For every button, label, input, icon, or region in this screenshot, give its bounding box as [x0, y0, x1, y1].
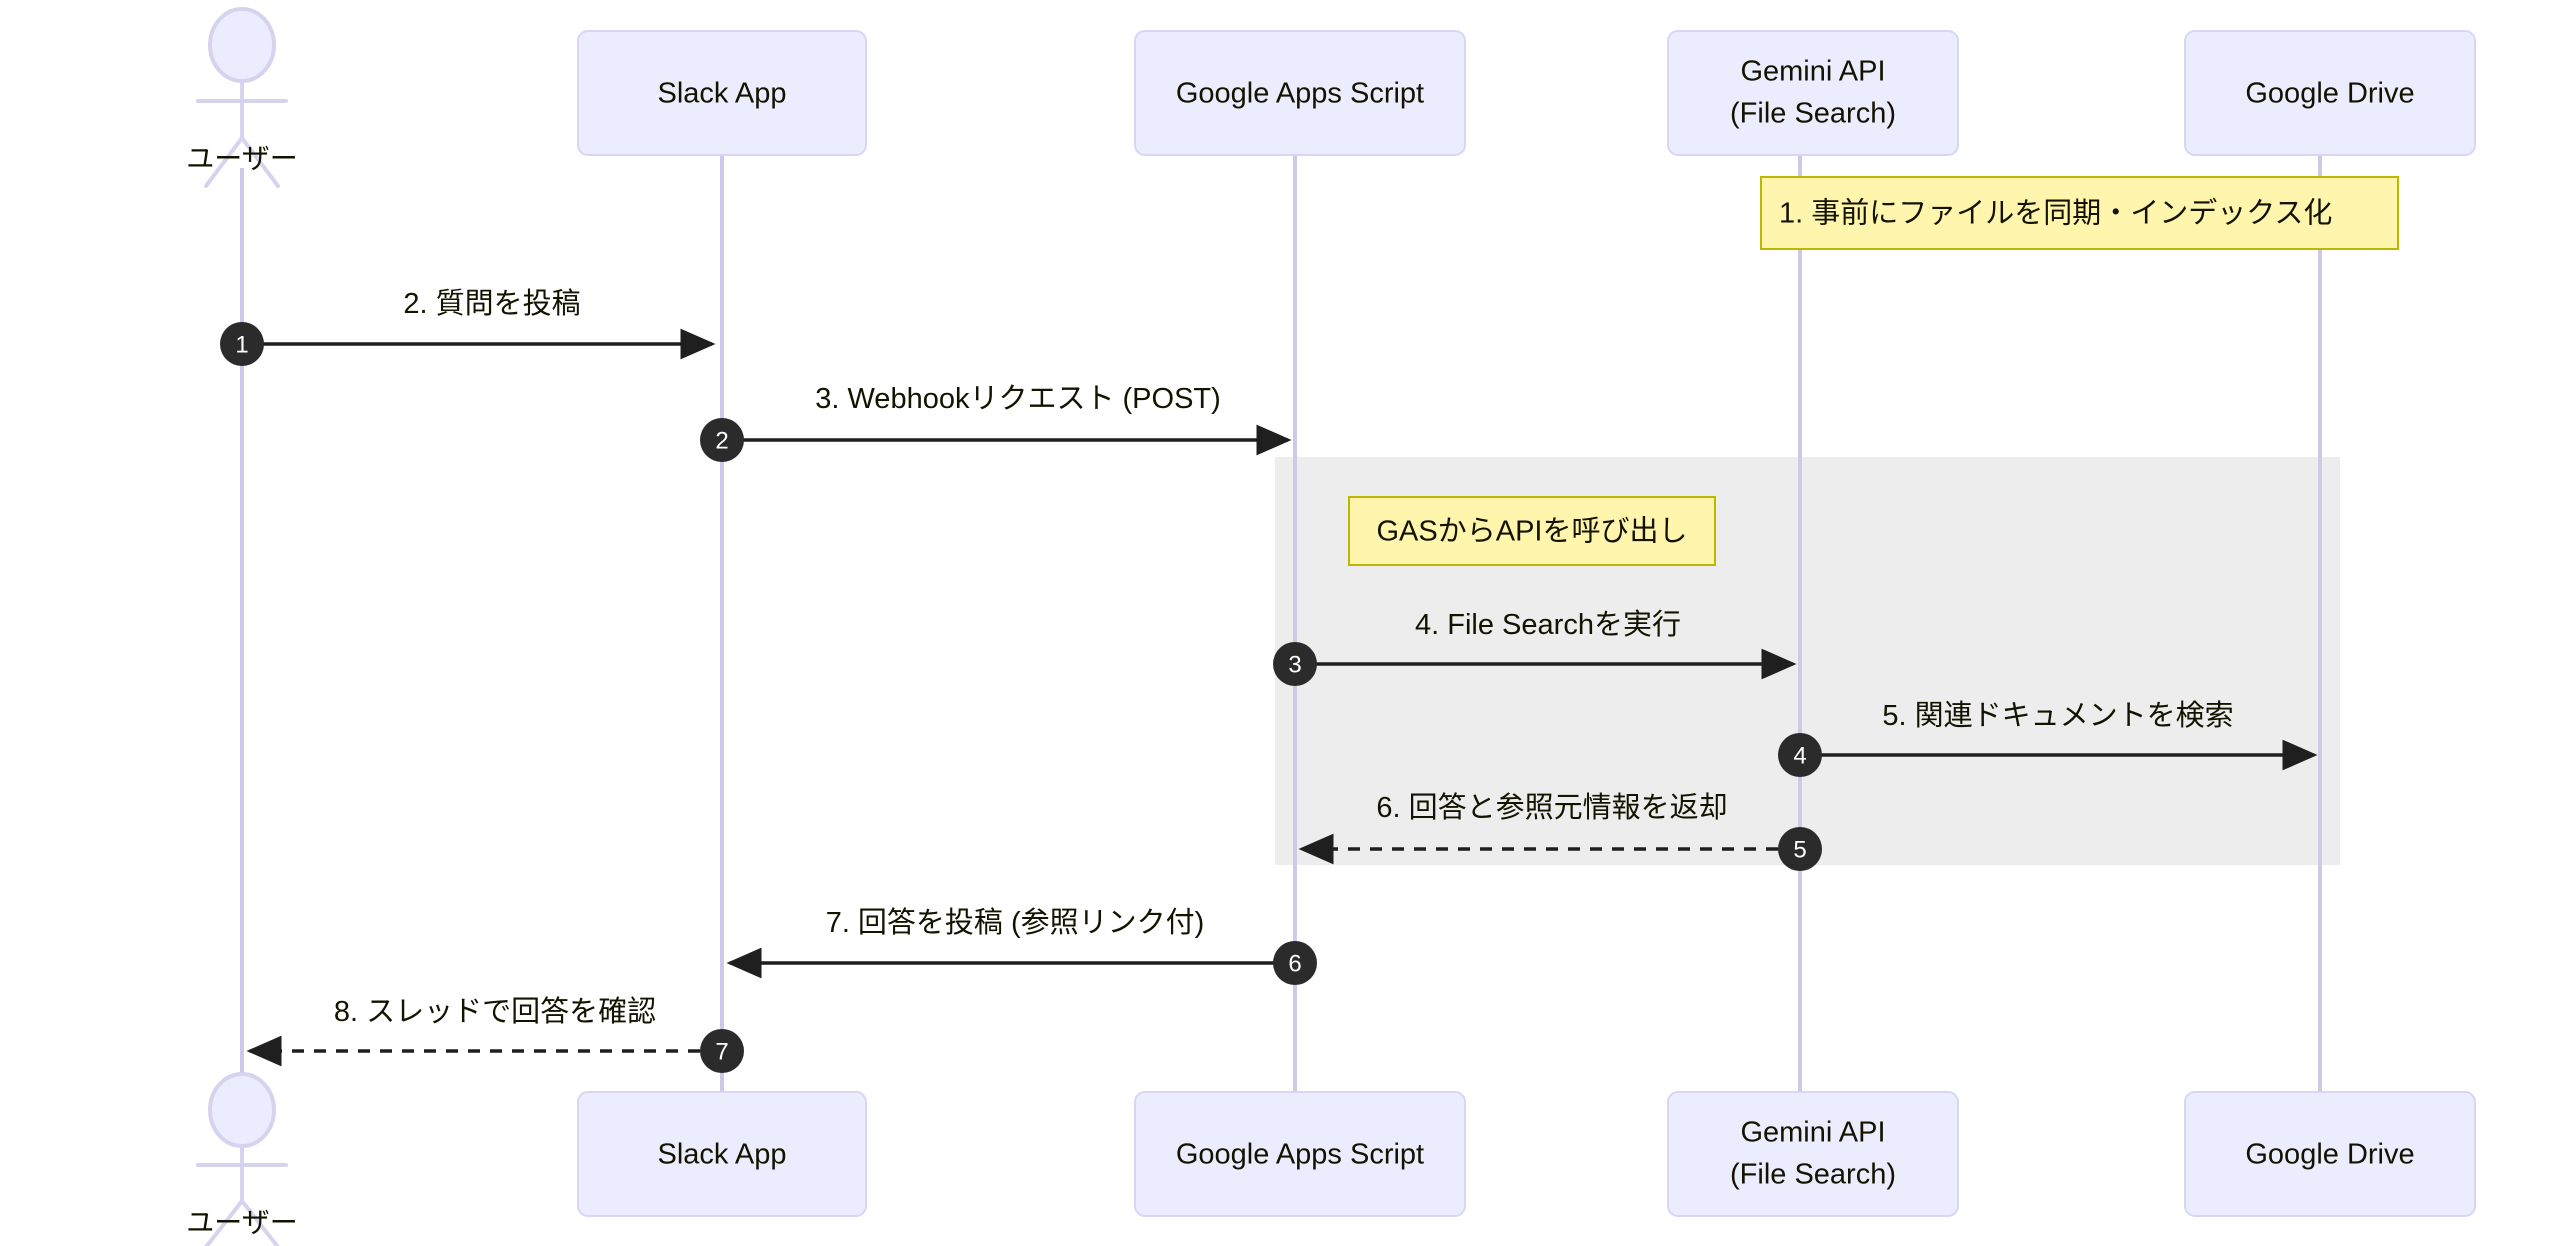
participant-label-gemini-bottom-line1: Gemini API	[1740, 1117, 1885, 1149]
participant-drive-bottom[interactable]: Google Drive	[2184, 1091, 2476, 1217]
note-gas-call: GASからAPIを呼び出し	[1348, 496, 1716, 566]
participant-gemini-top[interactable]: Gemini API (File Search)	[1667, 30, 1959, 156]
participant-box-slack-top	[577, 30, 867, 156]
participant-label-user-top: ユーザー	[186, 143, 297, 174]
message-3-label: 4. File Searchを実行	[1415, 608, 1681, 641]
message-4[interactable]: 5. 関連ドキュメントを検索 4	[1778, 699, 2318, 777]
participant-slack-top[interactable]: Slack App	[577, 30, 867, 156]
participant-label-user-bottom: ユーザー	[186, 1207, 297, 1238]
note-prep-text: 1. 事前にファイルを同期・インデックス化	[1779, 197, 2332, 230]
message-7[interactable]: 8. スレッドで回答を確認 7	[246, 995, 744, 1073]
participant-box-drive-bottom	[2184, 1091, 2476, 1217]
participant-drive-top[interactable]: Google Drive	[2184, 30, 2476, 156]
message-6-label: 7. 回答を投稿 (参照リンク付)	[826, 906, 1205, 939]
message-4-label: 5. 関連ドキュメントを検索	[1882, 699, 2233, 732]
participant-label-drive-bottom: Google Drive	[2245, 1139, 2414, 1171]
participant-label-slack-top: Slack App	[658, 78, 787, 110]
message-2-sequence-number: 2	[715, 428, 728, 455]
participant-box-gemini-top	[1667, 30, 1959, 156]
message-2-sequence-badge	[700, 418, 744, 462]
participant-box-gemini-bottom	[1667, 1091, 1959, 1217]
participant-label-gemini-top-line2: (File Search)	[1730, 98, 1896, 130]
message-1[interactable]: 2. 質問を投稿 1	[220, 287, 716, 366]
participant-user-bottom[interactable]: ユーザー	[186, 1072, 298, 1246]
participant-box-drive-top	[2184, 30, 2476, 156]
message-5[interactable]: 6. 回答と参照元情報を返却 5	[1298, 791, 1822, 871]
participant-user-top[interactable]: ユーザー	[186, 7, 298, 188]
message-6-sequence-number: 6	[1288, 951, 1301, 978]
participant-label-drive-top: Google Drive	[2245, 78, 2414, 110]
note-gas-call-text: GASからAPIを呼び出し	[1377, 515, 1688, 548]
message-1-sequence-number: 1	[235, 332, 248, 359]
participant-slack-bottom[interactable]: Slack App	[577, 1091, 867, 1217]
participant-label-gas-bottom: Google Apps Script	[1176, 1139, 1424, 1171]
message-3[interactable]: 4. File Searchを実行 3	[1273, 608, 1797, 686]
actor-body-icon	[196, 79, 288, 188]
participant-box-gas-top	[1134, 30, 1466, 156]
message-7-sequence-number: 7	[715, 1039, 728, 1066]
message-7-label: 8. スレッドで回答を確認	[334, 995, 656, 1028]
message-6[interactable]: 7. 回答を投稿 (参照リンク付) 6	[726, 906, 1317, 985]
message-2[interactable]: 3. Webhookリクエスト (POST) 2	[700, 383, 1292, 462]
actor-head-icon-bottom	[208, 1072, 276, 1148]
actor-head-icon	[208, 7, 276, 83]
actor-body-icon-bottom	[196, 1144, 288, 1246]
message-2-label: 3. Webhookリクエスト (POST)	[815, 383, 1221, 415]
participant-gemini-bottom[interactable]: Gemini API (File Search)	[1667, 1091, 1959, 1217]
participant-box-gas-bottom	[1134, 1091, 1466, 1217]
message-4-sequence-badge	[1778, 733, 1822, 777]
participant-gas-bottom[interactable]: Google Apps Script	[1134, 1091, 1466, 1217]
participant-label-gemini-top-line1: Gemini API	[1740, 56, 1885, 88]
participant-label-slack-bottom: Slack App	[658, 1139, 787, 1171]
message-1-label: 2. 質問を投稿	[403, 287, 580, 320]
message-1-sequence-badge	[220, 322, 264, 366]
message-7-sequence-badge	[700, 1029, 744, 1073]
participant-box-slack-bottom	[577, 1091, 867, 1217]
participant-label-gemini-bottom-line2: (File Search)	[1730, 1159, 1896, 1191]
note-prep-box	[1760, 176, 2399, 250]
message-5-label: 6. 回答と参照元情報を返却	[1376, 791, 1727, 824]
message-5-sequence-badge	[1778, 827, 1822, 871]
note-gas-call-box	[1348, 496, 1716, 566]
message-4-sequence-number: 4	[1793, 743, 1806, 770]
message-3-sequence-number: 3	[1288, 652, 1301, 679]
participant-label-gas-top: Google Apps Script	[1176, 78, 1424, 110]
participant-gas-top[interactable]: Google Apps Script	[1134, 30, 1466, 156]
message-3-sequence-badge	[1273, 642, 1317, 686]
message-5-sequence-number: 5	[1793, 837, 1806, 864]
message-6-sequence-badge	[1273, 941, 1317, 985]
note-prep: 1. 事前にファイルを同期・インデックス化	[1760, 176, 2399, 250]
